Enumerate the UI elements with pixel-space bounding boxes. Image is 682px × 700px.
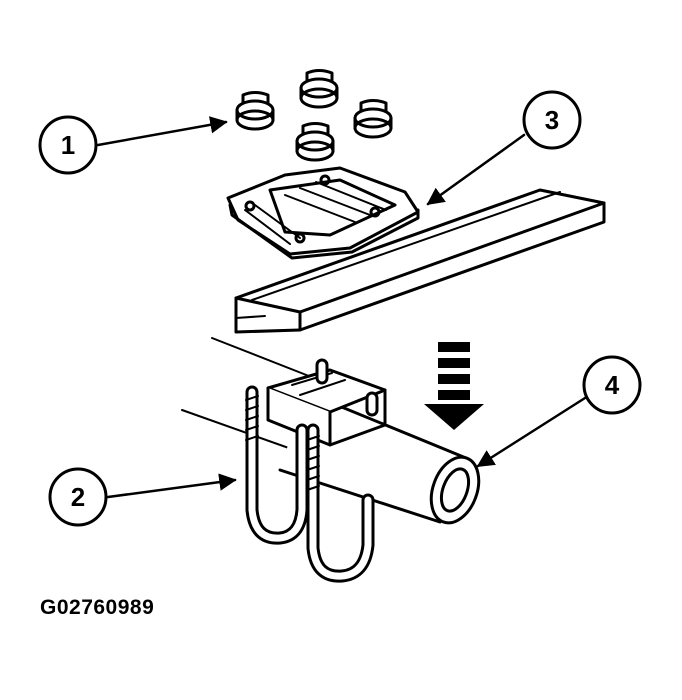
u-bolt-front	[306, 423, 375, 583]
spring-plate	[226, 166, 420, 260]
callout-label-3: 3	[545, 105, 559, 135]
nut-4	[295, 122, 335, 162]
leaf-spring	[234, 188, 606, 334]
nut-2	[299, 69, 339, 109]
callout-label-1: 1	[61, 130, 75, 160]
callout-circle-1	[38, 115, 98, 175]
leader-line-4	[476, 396, 587, 468]
nut-3	[353, 99, 393, 139]
install-direction-arrow	[424, 342, 484, 430]
ground-line-upper	[211, 337, 315, 379]
nut-1	[235, 91, 275, 131]
leader-line-2	[106, 473, 237, 499]
u-bolt-rear	[245, 358, 379, 545]
callout-circle-3	[522, 90, 582, 150]
leader-line-1	[96, 116, 228, 147]
leader-line-3	[426, 133, 526, 206]
ground-line-lower	[181, 409, 301, 453]
callout-circle-4	[582, 355, 642, 415]
callout-circle-2	[48, 467, 108, 527]
callout-label-4: 4	[605, 370, 620, 400]
nuts-group	[235, 69, 393, 162]
u-bolts	[245, 358, 379, 583]
figure-id: G02760989	[40, 596, 155, 619]
callout-label-2: 2	[71, 482, 85, 512]
